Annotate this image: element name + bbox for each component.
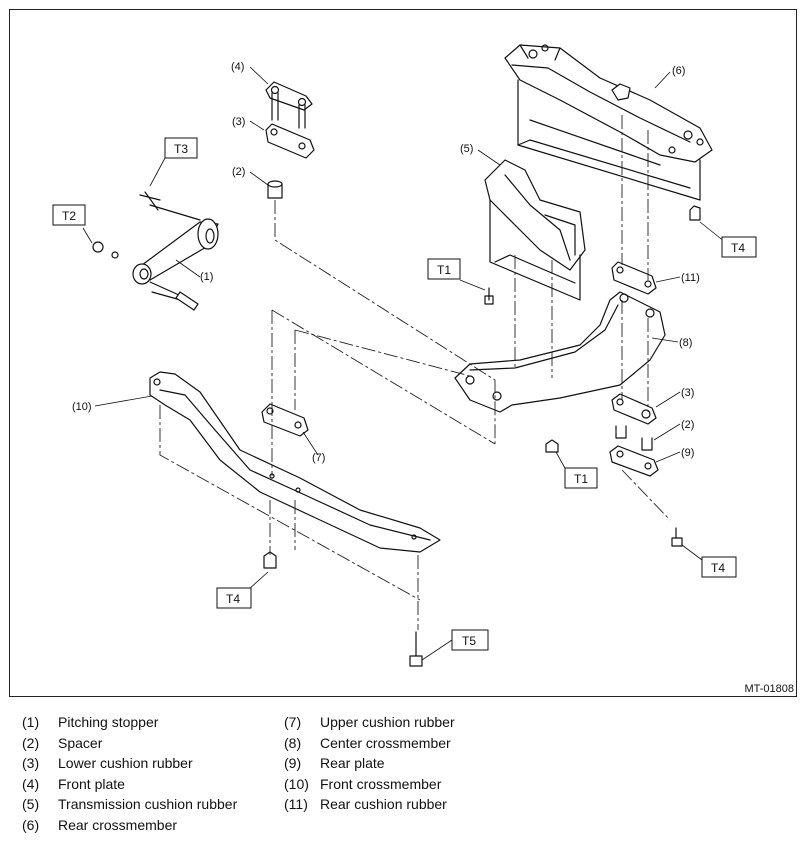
torque-tag-t4-bottom: T4	[216, 587, 252, 609]
svg-text:T4: T4	[711, 561, 725, 575]
spacer-left	[267, 180, 283, 199]
svg-text:T3: T3	[174, 142, 188, 156]
front-crossmember	[149, 371, 441, 553]
legend-item: (5)Transmission cushion rubber	[22, 796, 238, 813]
callout-3-right: (3)	[681, 387, 694, 399]
diagram-frame	[9, 9, 797, 697]
callout-8: (8)	[679, 337, 692, 349]
svg-text:T4: T4	[731, 241, 745, 255]
callout-11: (11)	[681, 272, 700, 284]
legend-item: (10)Front crossmember	[284, 775, 442, 792]
alignment-lines	[159, 115, 671, 630]
legend-item: (1)Pitching stopper	[22, 714, 159, 730]
torque-tag-t1-left: T1	[427, 258, 461, 280]
rear-plate	[609, 445, 659, 477]
callout-2-left: (2)	[232, 166, 245, 178]
torque-tags: T3 T2 T1 T1 T4 T4 T4 T5	[52, 137, 757, 651]
callout-4: (4)	[231, 61, 244, 73]
legend-item: (6)Rear crossmember	[22, 816, 178, 833]
torque-tag-t3: T3	[164, 137, 198, 159]
callout-2-right: (2)	[681, 419, 694, 431]
svg-text:T1: T1	[574, 472, 588, 486]
figure-id: MT-01808	[744, 683, 794, 695]
legend-item: (11)Rear cushion rubber	[284, 796, 447, 813]
legend-item: (4)Front plate	[22, 775, 125, 792]
lower-cushion-rubber-left	[265, 123, 315, 159]
svg-text:T1: T1	[437, 263, 451, 277]
upper-cushion-rubber	[261, 403, 309, 437]
torque-tag-t4-top: T4	[721, 236, 757, 258]
callout-10: (10)	[72, 401, 92, 413]
spacer-right	[615, 425, 653, 451]
legend-item: (2)Spacer	[22, 734, 103, 751]
bolts-and-nuts	[263, 205, 701, 667]
callout-6: (6)	[672, 65, 685, 77]
callout-labels: (4) (3) (2) (1) (5) (6) (7) (8) (11) (3)…	[72, 61, 700, 464]
legend-column-left: (1)Pitching stopper (2)Spacer (3)Lower c…	[22, 712, 237, 836]
torque-tag-t4-right: T4	[701, 556, 737, 578]
center-crossmember	[454, 291, 666, 413]
callout-7: (7)	[312, 452, 325, 464]
svg-text:T4: T4	[226, 592, 240, 606]
legend-item: (9)Rear plate	[284, 755, 385, 772]
rear-crossmember	[504, 44, 713, 201]
callout-9: (9)	[681, 447, 694, 459]
svg-text:T2: T2	[62, 209, 76, 223]
svg-text:T5: T5	[462, 634, 476, 648]
legend-item: (8)Center crossmember	[284, 734, 451, 751]
torque-tag-t2: T2	[52, 204, 86, 226]
transmission-cushion-rubber	[484, 159, 586, 301]
legend-item: (7)Upper cushion rubber	[284, 714, 455, 730]
callout-1: (1)	[200, 271, 213, 283]
legend-column-right: (7)Upper cushion rubber (8)Center crossm…	[284, 712, 455, 815]
callout-5: (5)	[460, 143, 473, 155]
callout-3-left: (3)	[232, 116, 245, 128]
exploded-view-diagram: (4) (3) (2) (1) (5) (6) (7) (8) (11) (3)…	[52, 44, 757, 667]
leader-lines	[82, 66, 726, 661]
rear-cushion-rubber	[611, 261, 657, 295]
front-plate	[265, 81, 313, 129]
pitching-stopper	[92, 191, 219, 311]
legend-item: (3)Lower cushion rubber	[22, 755, 193, 772]
torque-tag-t5: T5	[451, 629, 489, 651]
lower-cushion-rubber-right	[611, 393, 657, 425]
torque-tag-t1-right: T1	[564, 467, 598, 489]
